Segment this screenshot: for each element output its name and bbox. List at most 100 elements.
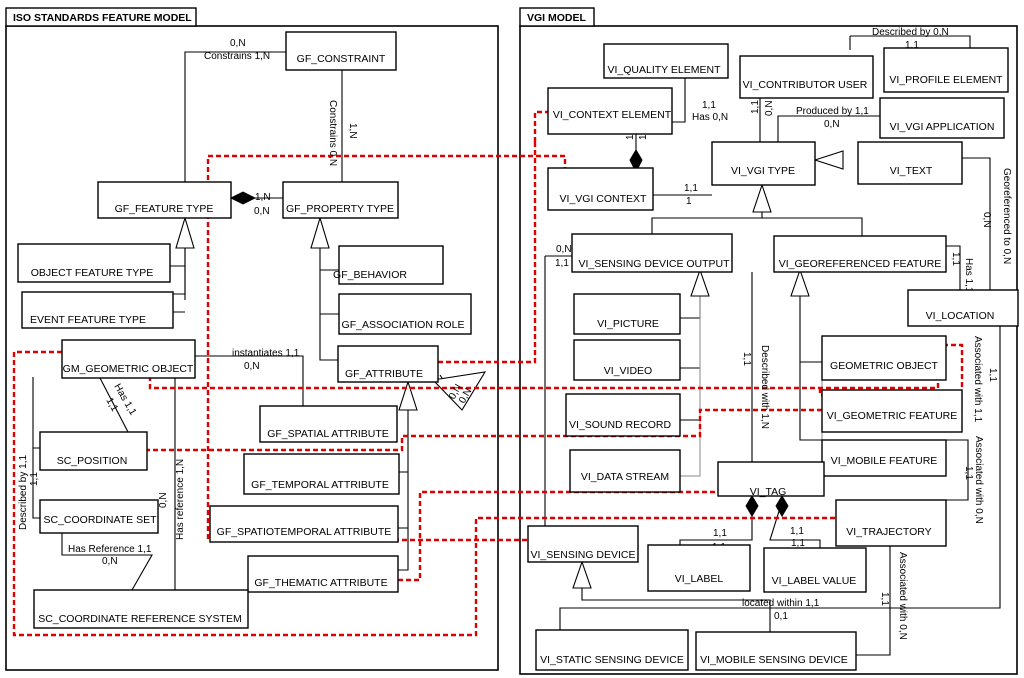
iso-classes: GF_CONSTRAINT GF_FEATURE TYPE GF_PROPERT… bbox=[17, 31, 472, 629]
class-gf-property-type: GF_PROPERTY TYPE bbox=[282, 181, 399, 219]
gf-spatiotemporal-attribute-label: GF_SPATIOTEMPORAL ATTRIBUTE bbox=[217, 526, 392, 538]
object-feature-type-label: OBJECT FEATURE TYPE bbox=[31, 267, 154, 279]
class-vi-sound-record: VI_SOUND RECORD bbox=[565, 393, 681, 437]
class-object-feature-type: OBJECT FEATURE TYPE bbox=[17, 243, 171, 283]
class-vi-contributor-user: VI_CONTRIBUTOR USER bbox=[739, 55, 874, 99]
rel-associated-traj: Associated with 0,N bbox=[897, 552, 908, 640]
rel-produced-by-card: 0,N bbox=[824, 119, 840, 130]
vgi-frame-title: VGI MODEL bbox=[527, 12, 587, 24]
class-vi-data-stream: VI_DATA STREAM bbox=[569, 449, 681, 493]
generalization-arrows bbox=[175, 150, 844, 589]
gf-behavior-label: GF_BEHAVIOR bbox=[333, 269, 407, 281]
vi-text-label: VI_TEXT bbox=[890, 165, 933, 177]
sc-coordinate-set-label: SC_COORDINATE SET bbox=[44, 514, 158, 526]
class-vi-vgi-context: VI_VGI CONTEXT bbox=[547, 167, 654, 211]
rel-described-with: Described with 1,N bbox=[759, 345, 770, 429]
rel-feature-property-0n: 0,N bbox=[254, 206, 270, 217]
rel-instantiates-card: 0,N bbox=[244, 361, 260, 372]
rel-associated-mobile-card: 1,1 bbox=[963, 466, 974, 480]
class-vi-context-element: VI_CONTEXT ELEMENT bbox=[547, 87, 673, 135]
class-vi-tag: VI_TAG bbox=[717, 461, 825, 498]
class-vi-quality-element: VI_QUALITY ELEMENT bbox=[603, 43, 729, 79]
rel-has-reference-geom-card: 0,N bbox=[158, 492, 169, 508]
vi-data-stream-label: VI_DATA STREAM bbox=[581, 471, 669, 483]
class-sc-coordinate-reference-system: SC_COORDINATE REFERENCE SYSTEM bbox=[33, 589, 249, 629]
class-vi-vgi-type: VI_VGI TYPE bbox=[711, 141, 816, 186]
rel-contributor-card-b: 0,N bbox=[764, 100, 775, 116]
class-gf-attribute: GF_ATTRIBUTE bbox=[337, 345, 439, 383]
class-vi-sensing-device-output: VI_SENSING DEVICE OUTPUT bbox=[571, 233, 733, 273]
class-gf-spatial-attribute: GF_SPATIAL ATTRIBUTE bbox=[259, 405, 398, 443]
class-gf-thematic-attribute: GF_THEMATIC ATTRIBUTE bbox=[247, 555, 399, 593]
class-vi-text: VI_TEXT bbox=[857, 141, 963, 185]
class-gf-feature-type: GF_FEATURE TYPE bbox=[97, 181, 232, 219]
class-vi-geometric-feature: VI_GEOMETRIC FEATURE bbox=[821, 389, 963, 433]
geometric-object-label: GEOMETRIC OBJECT bbox=[830, 360, 939, 372]
vi-sound-record-label: VI_SOUND RECORD bbox=[569, 419, 672, 431]
vi-vgi-type-label: VI_VGI TYPE bbox=[731, 165, 795, 177]
iso-frame-title: ISO STANDARDS FEATURE MODEL bbox=[13, 12, 192, 24]
vi-quality-element-label: VI_QUALITY ELEMENT bbox=[607, 64, 721, 76]
rel-quality-card: 1,1 bbox=[702, 100, 716, 111]
class-gm-geometric-object: GM_GEOMETRIC OBJECT bbox=[61, 339, 196, 379]
rel-has-location: Has 1,1 bbox=[963, 258, 974, 293]
vi-label-label: VI_LABEL bbox=[675, 573, 724, 585]
rel-has-location-card: 1,1 bbox=[950, 252, 961, 266]
rel-tag-label-a: 1,1 bbox=[713, 528, 727, 539]
rel-associated-traj-card: 1,1 bbox=[879, 592, 890, 606]
rel-described-by-profile: Described by 0,N bbox=[872, 27, 949, 38]
vi-vgi-application-label: VI_VGI APPLICATION bbox=[890, 121, 995, 133]
rel-described-with-card: 1,1 bbox=[741, 352, 752, 366]
class-gf-behavior: GF_BEHAVIOR bbox=[333, 245, 444, 285]
class-vi-label-value: VI_LABEL VALUE bbox=[763, 547, 867, 593]
class-vi-vgi-application: VI_VGI APPLICATION bbox=[879, 97, 1005, 139]
vi-sensing-device-label: VI_SENSING DEVICE bbox=[530, 549, 635, 561]
iso-frame: ISO STANDARDS FEATURE MODEL bbox=[5, 7, 499, 671]
class-vi-mobile-sensing-device: VI_MOBILE SENSING DEVICE bbox=[695, 631, 857, 671]
rel-sensing-card-b: 1,1 bbox=[555, 258, 569, 269]
vi-trajectory-label: VI_TRAJECTORY bbox=[846, 526, 931, 538]
class-event-feature-type: EVENT FEATURE TYPE bbox=[21, 291, 174, 329]
rel-associated-geom: Associated with 1,1 bbox=[972, 336, 983, 423]
rel-georeferenced-card: 0,N bbox=[981, 212, 992, 228]
vi-label-value-label: VI_LABEL VALUE bbox=[772, 575, 857, 587]
rel-sensing-card-a: 0,N bbox=[556, 244, 572, 255]
rel-context-type-b: 1 bbox=[686, 196, 692, 207]
class-vi-mobile-feature: VI_MOBILE FEATURE bbox=[821, 439, 947, 477]
vi-georeferenced-feature-label: VI_GEOREFERENCED FEATURE bbox=[779, 258, 942, 270]
gf-constraint-label: GF_CONSTRAINT bbox=[297, 53, 386, 65]
rel-georeferenced-to: Georeferenced to 0,N bbox=[1001, 168, 1012, 264]
rel-contributor-card-a: 1,1 bbox=[750, 100, 761, 114]
vi-mobile-feature-label: VI_MOBILE FEATURE bbox=[831, 455, 938, 467]
vi-contributor-user-label: VI_CONTRIBUTOR USER bbox=[743, 79, 868, 91]
gf-spatial-attribute-label: GF_SPATIAL ATTRIBUTE bbox=[267, 428, 389, 440]
rel-described-by-card: 1,1 bbox=[29, 472, 40, 486]
vi-vgi-context-label: VI_VGI CONTEXT bbox=[560, 193, 648, 205]
rel-constrains-property: Constrains 0,N bbox=[327, 100, 338, 166]
rel-instantiates: instantiates 1,1 bbox=[232, 348, 300, 359]
rel-constrains-feature: Constrains 1,N bbox=[204, 51, 270, 62]
vgi-frame: VGI MODEL bbox=[519, 7, 1018, 675]
gf-feature-type-label: GF_FEATURE TYPE bbox=[115, 203, 214, 215]
class-vi-profile-element: VI_PROFILE ELEMENT bbox=[883, 47, 1009, 93]
event-feature-type-label: EVENT FEATURE TYPE bbox=[30, 314, 146, 326]
class-vi-video: VI_VIDEO bbox=[573, 339, 681, 381]
rel-produced-by: Produced by 1,1 bbox=[796, 106, 869, 117]
rel-located-within-card: 0,1 bbox=[774, 611, 788, 622]
class-gf-constraint: GF_CONSTRAINT bbox=[285, 31, 397, 71]
vi-location-label: VI_LOCATION bbox=[926, 310, 995, 322]
class-vi-location: VI_LOCATION bbox=[907, 289, 1019, 327]
class-gf-temporal-attribute: GF_TEMPORAL ATTRIBUTE bbox=[243, 453, 400, 495]
class-vi-picture: VI_PICTURE bbox=[573, 293, 681, 335]
class-vi-georeferenced-feature: VI_GEOREFERENCED FEATURE bbox=[773, 235, 947, 273]
rel-has-reference-geom: Has reference 1,N bbox=[175, 459, 186, 540]
class-gf-association-role: GF_ASSOCIATION ROLE bbox=[338, 293, 472, 335]
class-gf-spatiotemporal-attribute: GF_SPATIOTEMPORAL ATTRIBUTE bbox=[209, 505, 399, 543]
rel-feature-property-1n: 1,N bbox=[255, 192, 271, 203]
vi-video-label: VI_VIDEO bbox=[604, 365, 652, 377]
vi-context-element-label: VI_CONTEXT ELEMENT bbox=[553, 109, 672, 121]
vi-picture-label: VI_PICTURE bbox=[597, 318, 659, 330]
vi-geometric-feature-label: VI_GEOMETRIC FEATURE bbox=[827, 410, 958, 422]
class-sc-position: SC_POSITION bbox=[39, 431, 148, 471]
